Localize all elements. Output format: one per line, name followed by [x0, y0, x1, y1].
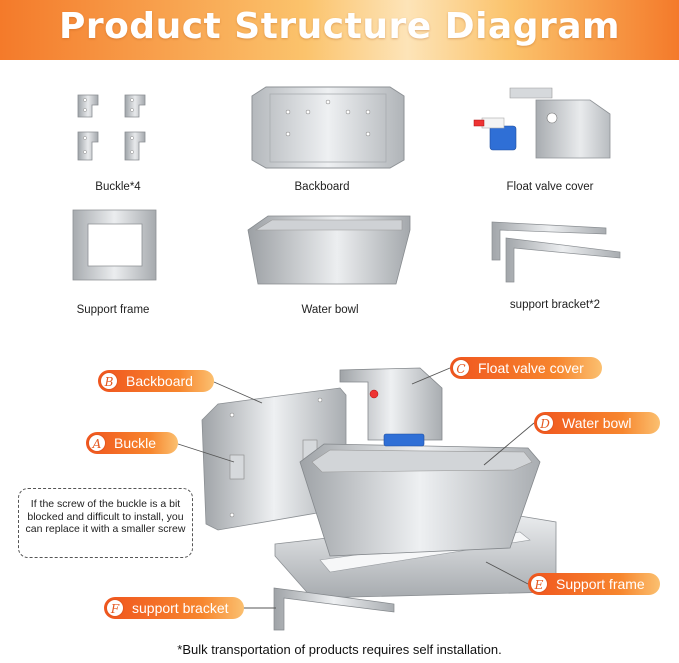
callout-water-bowl: D Water bowl — [534, 412, 660, 434]
callout-label: support bracket — [132, 600, 229, 616]
callout-letter: B — [100, 372, 118, 390]
callout-label: Water bowl — [562, 415, 632, 431]
callout-support-frame: E Support frame — [528, 573, 660, 595]
callout-letter: E — [530, 575, 548, 593]
buckle-screw-note: If the screw of the buckle is a bit bloc… — [18, 488, 193, 558]
callout-letter: F — [106, 599, 124, 617]
page-title: Product Structure Diagram — [58, 6, 621, 47]
callout-backboard: B Backboard — [98, 370, 214, 392]
callout-label: Backboard — [126, 373, 193, 389]
callout-label: Buckle — [114, 435, 157, 451]
caption-water-bowl: Water bowl — [301, 304, 359, 316]
title-banner: Product Structure Diagram — [0, 0, 679, 60]
support-frame-image — [72, 209, 157, 281]
footer-note: *Bulk transportation of products require… — [177, 642, 502, 657]
caption-support-frame: Support frame — [76, 304, 150, 316]
callout-float-valve-cover: C Float valve cover — [450, 357, 602, 379]
float-valve-cover-image — [473, 87, 611, 159]
callout-letter: D — [536, 414, 554, 432]
support-bracket-image — [491, 221, 621, 283]
water-bowl-image — [247, 215, 411, 285]
backboard-image — [251, 86, 405, 169]
caption-backboard: Backboard — [294, 181, 350, 193]
caption-support-bracket: support bracket*2 — [509, 299, 601, 311]
buckle-image — [77, 94, 146, 161]
callout-support-bracket: F support bracket — [104, 597, 244, 619]
callout-letter: C — [452, 359, 470, 377]
callout-label: Float valve cover — [478, 360, 584, 376]
caption-float-valve-cover: Float valve cover — [506, 181, 594, 193]
caption-buckle: Buckle*4 — [95, 181, 141, 193]
callout-label: Support frame — [556, 576, 645, 592]
callout-letter: A — [88, 434, 106, 452]
callout-buckle: A Buckle — [86, 432, 178, 454]
